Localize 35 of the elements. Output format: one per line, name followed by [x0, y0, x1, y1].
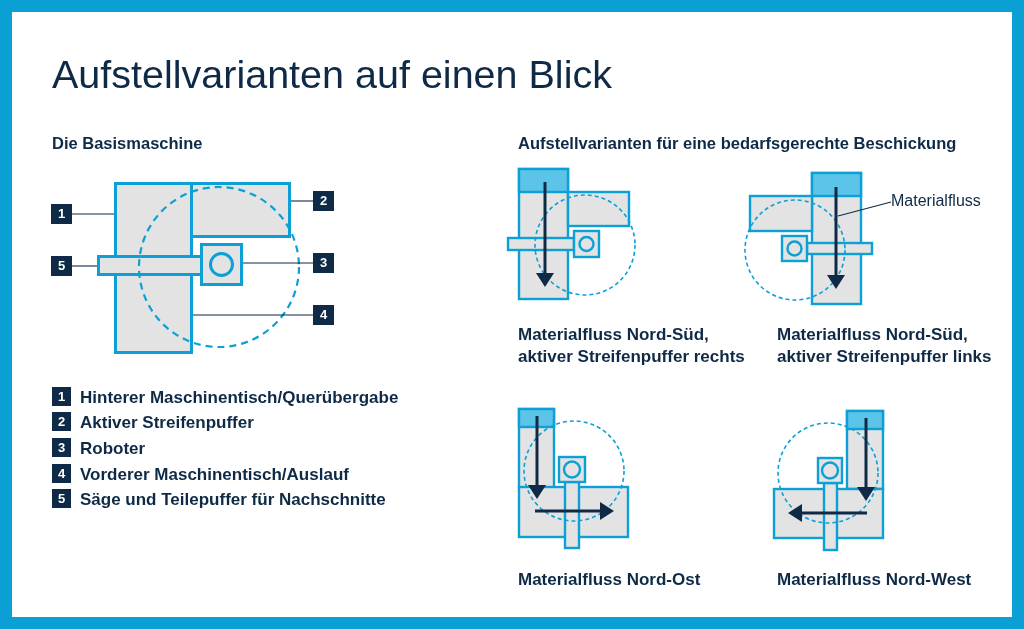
leader-line — [71, 213, 115, 215]
leader-line — [71, 265, 98, 267]
callout-number: 5 — [51, 256, 72, 276]
section-heading: Die Basismaschine — [52, 133, 203, 153]
variant-caption: Materialfluss Nord-West — [777, 569, 972, 591]
machine-table — [114, 182, 193, 258]
machine-table — [114, 273, 193, 354]
leader-line — [242, 262, 314, 264]
variant-caption: Materialfluss Nord-Süd, aktiver Streifenpuffer rechts — [518, 324, 746, 368]
legend-text: Säge und Teilepuffer für Nachschnitte — [80, 490, 386, 510]
callout-number: 4 — [52, 464, 71, 483]
leader-line — [290, 200, 314, 202]
callout-number: 2 — [52, 412, 71, 431]
callout-number: 1 — [51, 204, 72, 224]
legend-text: Hinterer Maschinentisch/Querübergabe — [80, 388, 399, 408]
callout-label: Materialfluss — [891, 190, 983, 212]
diagram-title: Aufstellvarianten auf einen Blick — [52, 52, 612, 97]
legend-text: Aktiver Streifenpuffer — [80, 413, 254, 433]
variant-caption: Materialfluss Nord-Ost — [518, 569, 701, 591]
callout-number: 2 — [313, 191, 334, 211]
callout-number: 3 — [52, 438, 71, 457]
saw-bar — [97, 255, 203, 276]
callout-number: 5 — [52, 489, 71, 508]
legend-text: Roboter — [80, 439, 146, 459]
callout-number: 1 — [52, 387, 71, 406]
robot-symbol — [200, 243, 243, 286]
section-heading: Aufstellvarianten für eine bedarfsgerechte Beschickung — [518, 133, 957, 153]
leader-line — [192, 314, 314, 316]
buffer-table — [190, 182, 291, 238]
callout-number: 4 — [313, 305, 334, 325]
leader-line — [837, 201, 892, 217]
flow-arrow — [827, 187, 845, 289]
callout-number: 3 — [313, 253, 334, 273]
legend-text: Vorderer Maschinentisch/Auslauf — [80, 465, 349, 485]
variant-caption: Materialfluss Nord-Süd, aktiver Streifenpuffer links — [777, 324, 993, 368]
